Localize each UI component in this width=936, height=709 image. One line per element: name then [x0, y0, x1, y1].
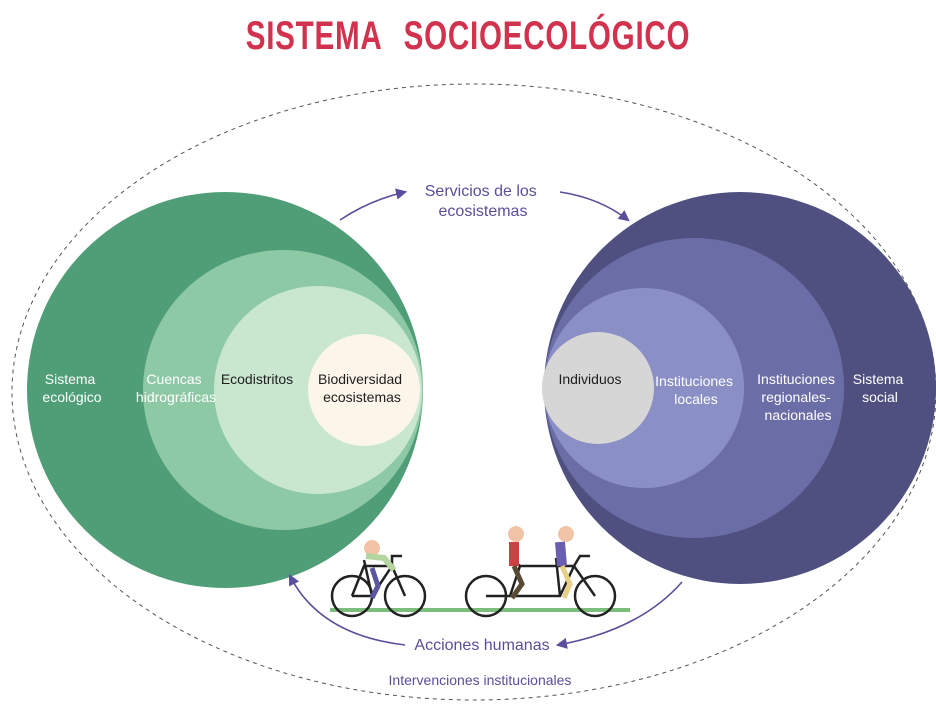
soc-level2-label: Instituciones locales	[655, 373, 737, 407]
soc-inner-circle	[542, 332, 654, 444]
eco-inner-circle	[308, 334, 420, 446]
soc-outer-label: Sistema social	[853, 371, 907, 405]
diagram-title: SISTEMA SOCIOECOLÓGICO	[245, 14, 691, 58]
ground-line	[330, 608, 630, 612]
eco-outer-label: Sistema ecológico	[42, 371, 101, 405]
eco-inner-label: Biodiversidad ecosistemas	[318, 371, 406, 405]
eco-level3-label: Ecodistritos	[221, 371, 293, 387]
soc-level3-label: Instituciones regionales- nacionales	[757, 371, 839, 423]
human-actions-arrow	[555, 581, 683, 649]
single-bicycle-illustration	[330, 540, 427, 618]
human-actions-label: Acciones humanas	[414, 637, 549, 654]
institutional-interventions-label: Intervenciones institucionales	[389, 672, 572, 688]
tandem-bicycle-illustration	[464, 526, 617, 618]
ecosystem-services-arrow-right	[559, 191, 630, 222]
ecosystem-services-arrow-left	[339, 188, 408, 221]
ecosystem-services-label: Servicios de los ecosistemas	[425, 183, 542, 220]
soc-inner-label: Individuos	[558, 371, 621, 387]
human-actions-arrow-return	[288, 574, 406, 646]
system-boundary	[11, 83, 936, 701]
eco-level2-label: Cuencas hidrográficas	[136, 371, 216, 405]
social-system	[542, 192, 936, 584]
ecological-system	[27, 192, 423, 588]
